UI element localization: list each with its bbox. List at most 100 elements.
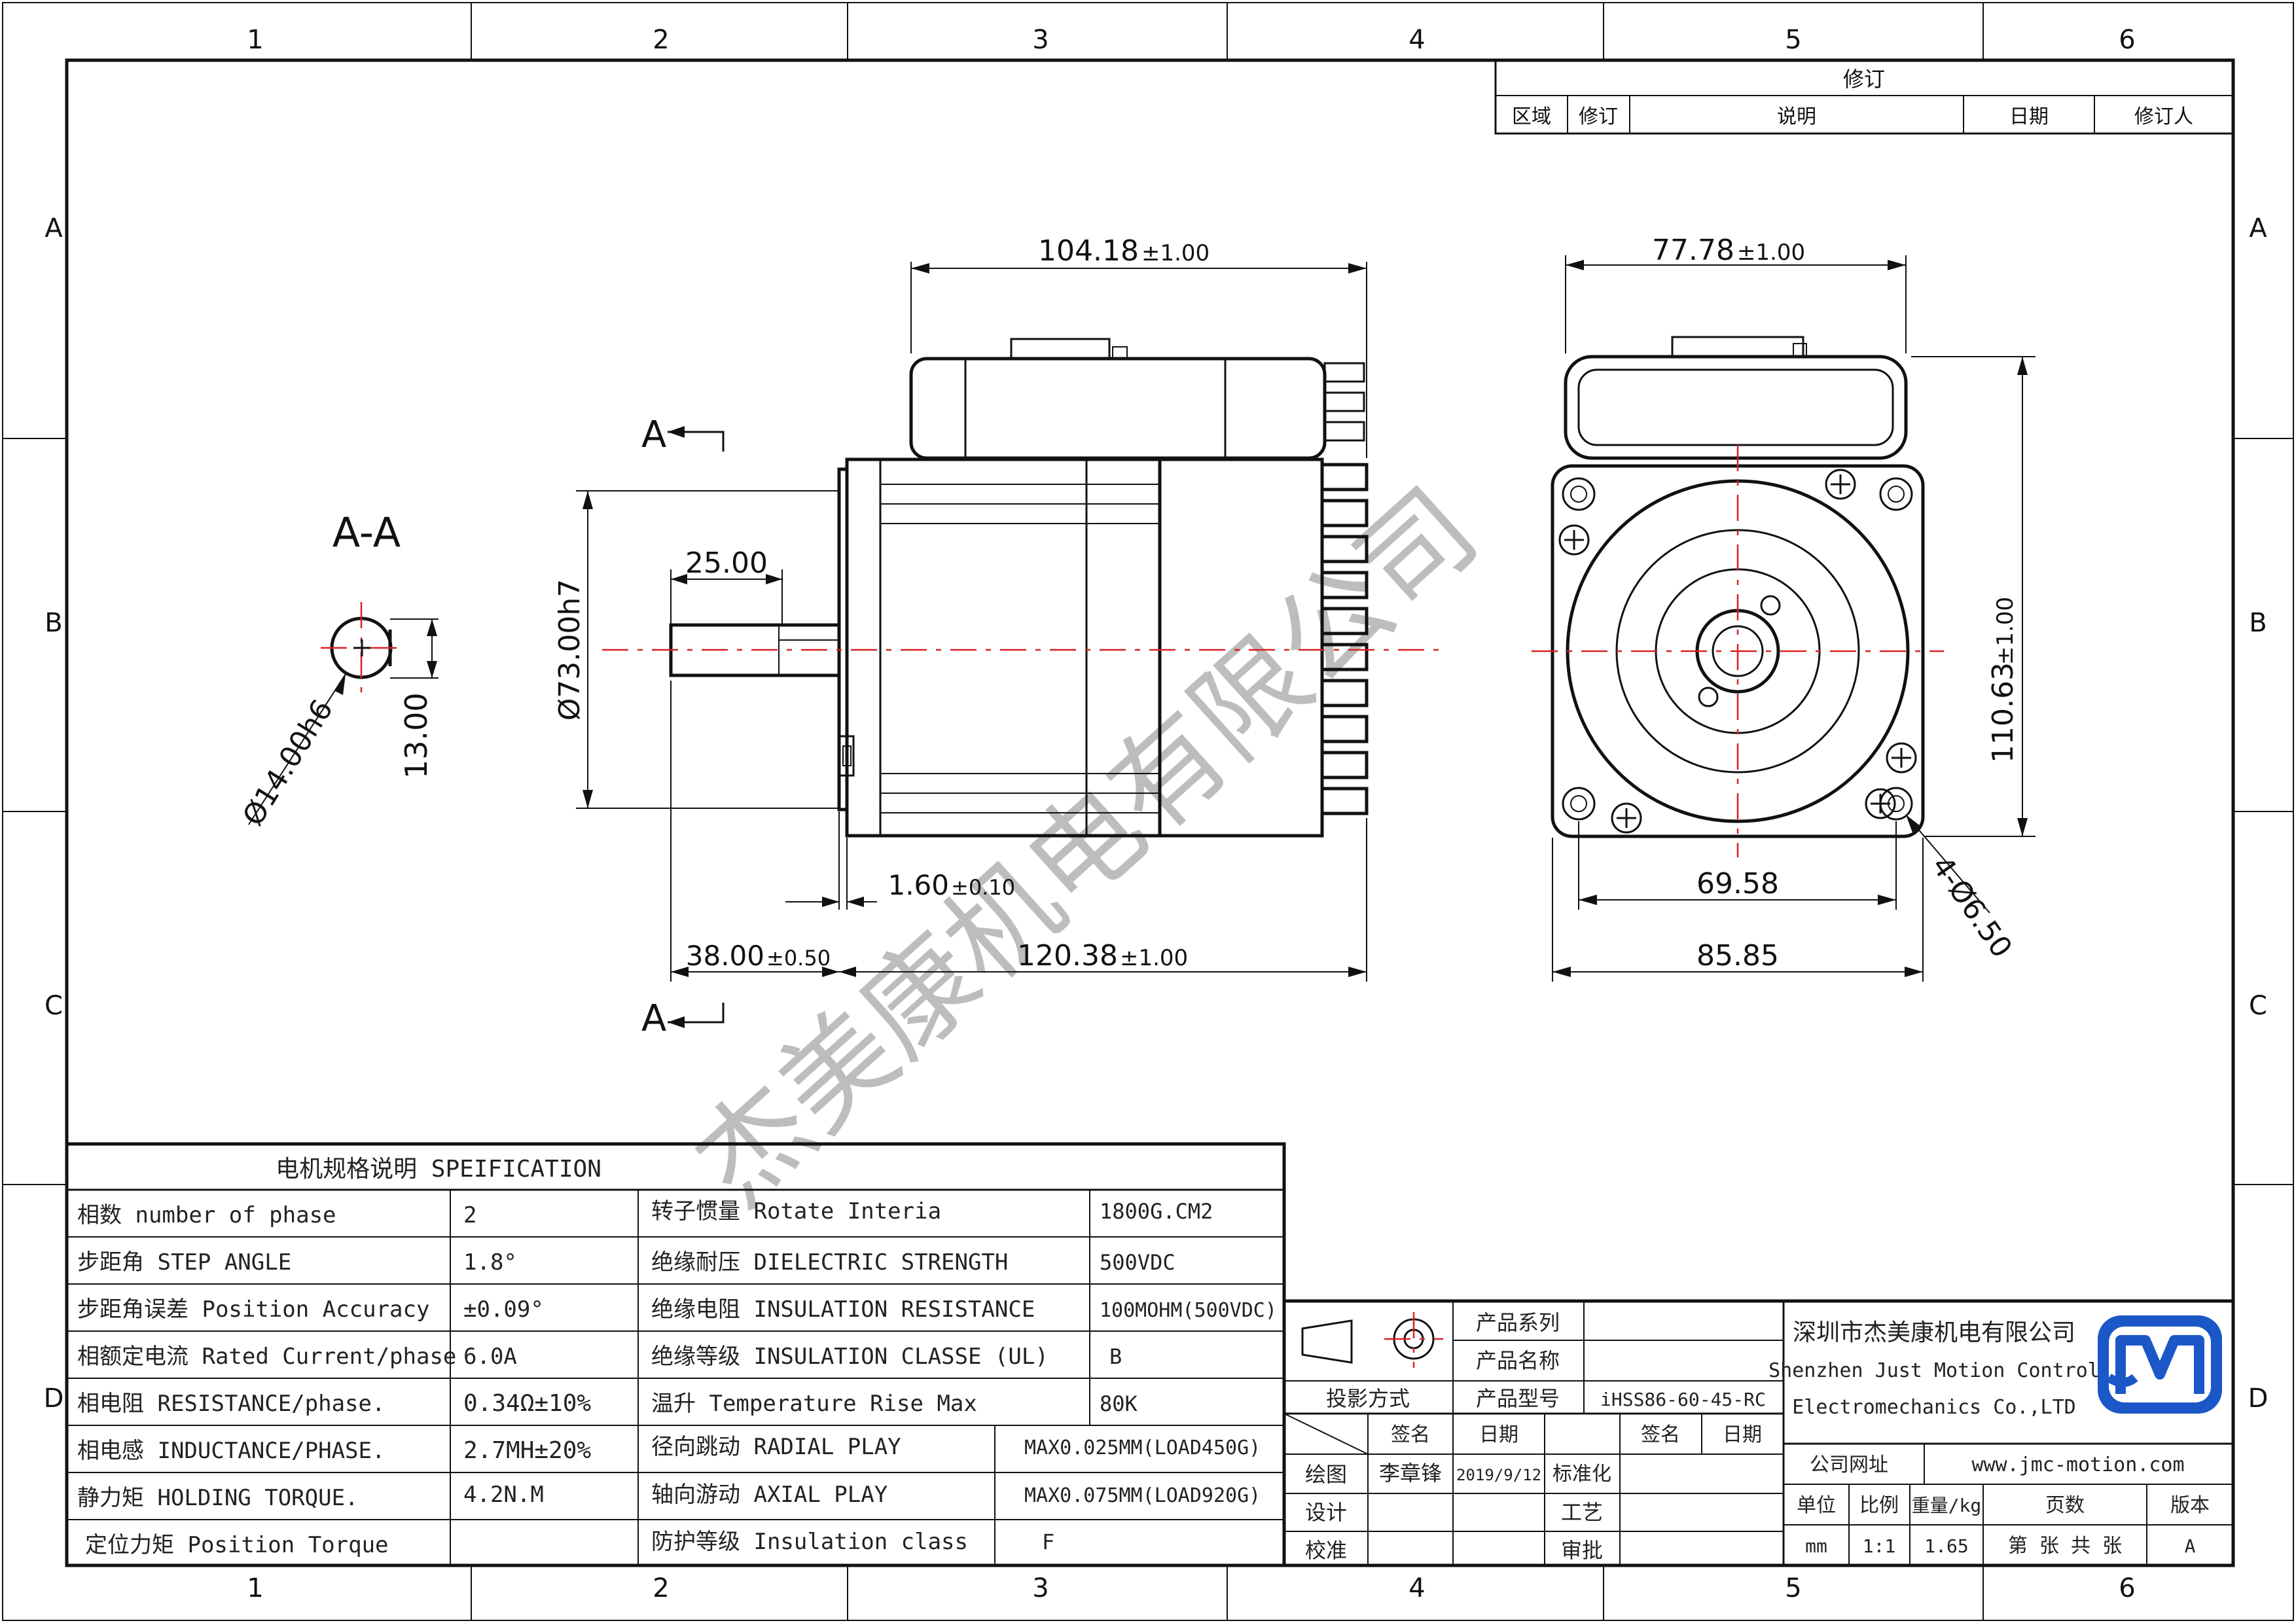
company-en2: Electromechanics Co.,LTD	[1792, 1396, 2075, 1419]
spec-key: 静力矩 HOLDING TORQUE.	[77, 1485, 359, 1511]
spec-key: 轴向游动 AXIAL PLAY	[651, 1482, 888, 1508]
tb-version: A	[2185, 1535, 2196, 1557]
spec-key: 相数 number of phase	[77, 1202, 336, 1228]
row-label: A	[45, 213, 63, 243]
col-label: 5	[1785, 25, 1801, 55]
spec-table: 电机规格说明 SPEIFICATION 相数 number of phase 2…	[65, 1142, 1286, 1567]
revision-header: 区域	[1512, 105, 1551, 128]
spec-value: B	[1109, 1344, 1122, 1369]
spec-value: MAX0.075MM(LOAD920G)	[1024, 1484, 1261, 1507]
grid-labels: 1 2 3 4 5 6 1 2 3 4 5 6 A B C D A B C D	[44, 25, 2269, 1603]
tb-weight-label: 重量/kg	[1912, 1495, 1982, 1516]
revision-header: 说明	[1777, 105, 1816, 128]
spec-title: 电机规格说明 SPEIFICATION	[276, 1156, 601, 1183]
dim-height-tol: ±1.00	[1992, 597, 2018, 665]
col-label: 6	[2119, 1573, 2135, 1603]
company-cn: 深圳市杰美康机电有限公司	[1793, 1319, 2075, 1346]
section-marker: A	[641, 414, 666, 456]
tb-approve-label: 审批	[1561, 1538, 1603, 1563]
spec-value: 4.2N.M	[463, 1482, 544, 1508]
dim-shaft-dia: Ø14.00h6	[236, 694, 340, 832]
company-en1: Shenzhen Just Motion Control	[1768, 1359, 2100, 1382]
revision-header: 修订	[1579, 105, 1618, 128]
col-label: 5	[1785, 1573, 1801, 1603]
tb-sign: 签名	[1391, 1423, 1430, 1446]
col-label: 6	[2119, 25, 2135, 55]
row-label: D	[44, 1383, 64, 1414]
tb-website: www.jmc-motion.com	[1971, 1454, 2184, 1476]
control-box	[909, 357, 1327, 460]
dim-flat: 13.00	[399, 692, 434, 779]
spec-value: MAX0.025MM(LOAD450G)	[1024, 1436, 1261, 1459]
heat-fins	[1320, 463, 1369, 815]
tb-weight: 1.65	[1924, 1535, 1968, 1557]
col-label: 2	[653, 1573, 669, 1603]
title-block: 产品系列 产品名称 投影方式 产品型号 iHSS86-60-45-RC 签名 日…	[1282, 1299, 2235, 1567]
revision-header: 日期	[2009, 105, 2049, 128]
grid-ticks	[3, 3, 2293, 1620]
section-markers: A A	[641, 414, 725, 1040]
screw-heads	[1558, 469, 1917, 834]
tb-design-label: 设计	[1305, 1500, 1347, 1525]
dim-holes: 4-Ø6.50	[1925, 850, 2018, 964]
spec-key: 步距角 STEP ANGLE	[77, 1249, 291, 1275]
tb-model: iHSS86-60-45-RC	[1600, 1389, 1766, 1410]
front-view: 77.78 ±1.00 110.63 ±1.00 69.58 85.85 4-Ø…	[1532, 234, 2036, 982]
col-label: 4	[1408, 25, 1425, 55]
section-title: A-A	[332, 508, 401, 556]
dim-width-tol: ±1.00	[1737, 240, 1805, 266]
dim-flange-tol: ±0.10	[951, 875, 1015, 900]
spec-key: 相电感 INDUCTANCE/PHASE.	[77, 1438, 385, 1464]
dim-shaft-total-tol: ±0.50	[766, 946, 831, 971]
col-label: 1	[247, 25, 263, 55]
col-label: 3	[1032, 25, 1049, 55]
row-label: C	[45, 991, 63, 1021]
side-view: 104.18 ±1.00 25.00 Ø73.00h7 1.60 ±0.10 3…	[553, 234, 1440, 982]
dim-shaft-len: 25.00	[685, 546, 768, 580]
spec-value: 100MOHM(500VDC)	[1100, 1299, 1277, 1322]
tb-drawn-date: 2019/9/12	[1456, 1466, 1541, 1484]
spec-value: 6.0A	[463, 1344, 517, 1370]
tb-process-label: 工艺	[1561, 1500, 1603, 1525]
spec-value: 1800G.CM2	[1100, 1199, 1213, 1224]
row-label: B	[2249, 608, 2267, 638]
spec-value: ±0.09°	[463, 1296, 544, 1323]
revision-header: 修订人	[2134, 105, 2193, 128]
control-box-front	[1564, 355, 1908, 460]
projection-symbol	[1301, 1319, 1353, 1364]
tb-name-label: 产品名称	[1476, 1348, 1560, 1373]
spec-key: 转子惯量 Rotate Interia	[651, 1198, 941, 1224]
col-label: 3	[1032, 1573, 1049, 1603]
spec-key: 防护等级 Insulation class	[651, 1529, 968, 1555]
spec-key: 相额定电流 Rated Current/phase	[77, 1344, 456, 1370]
tb-model-label: 产品型号	[1476, 1386, 1560, 1411]
dim-shaft-total: 38.00	[686, 940, 764, 972]
tb-drawn-label: 绘图	[1305, 1462, 1347, 1487]
col-label: 1	[247, 1573, 263, 1603]
tb-series-label: 产品系列	[1476, 1310, 1560, 1335]
dim-flange: 1.60	[888, 869, 949, 901]
revision-table: 修订 区域 修订 说明 日期 修订人	[1494, 59, 2234, 135]
dim-body-len: 104.18	[1038, 234, 1139, 268]
dim-total-len-tol: ±1.00	[1120, 945, 1188, 971]
dim-height: 110.63	[1986, 662, 2020, 763]
tb-date: 日期	[1479, 1423, 1518, 1446]
spec-value: 0.34Ω±10%	[463, 1390, 591, 1417]
spec-key: 绝缘耐压 DIELECTRIC STRENGTH	[651, 1249, 1008, 1275]
row-label: A	[2249, 213, 2267, 243]
spec-key: 温升 Temperature Rise Max	[651, 1391, 977, 1417]
tb-standard-label: 标准化	[1552, 1463, 1611, 1486]
dim-hole-pitch: 69.58	[1696, 867, 1779, 901]
tb-projection-label: 投影方式	[1326, 1386, 1410, 1411]
revision-title: 修订	[1843, 67, 1885, 92]
mount-holes	[1562, 477, 1913, 821]
dim-flange-w: 85.85	[1696, 939, 1779, 972]
row-label: B	[45, 608, 62, 638]
tb-scale: 1:1	[1863, 1535, 1896, 1557]
row-label: D	[2248, 1383, 2269, 1414]
tb-check-label: 校准	[1305, 1538, 1347, 1563]
tb-website-label: 公司网址	[1810, 1454, 1888, 1476]
col-label: 2	[653, 25, 669, 55]
spec-value: 1.8°	[463, 1249, 517, 1275]
